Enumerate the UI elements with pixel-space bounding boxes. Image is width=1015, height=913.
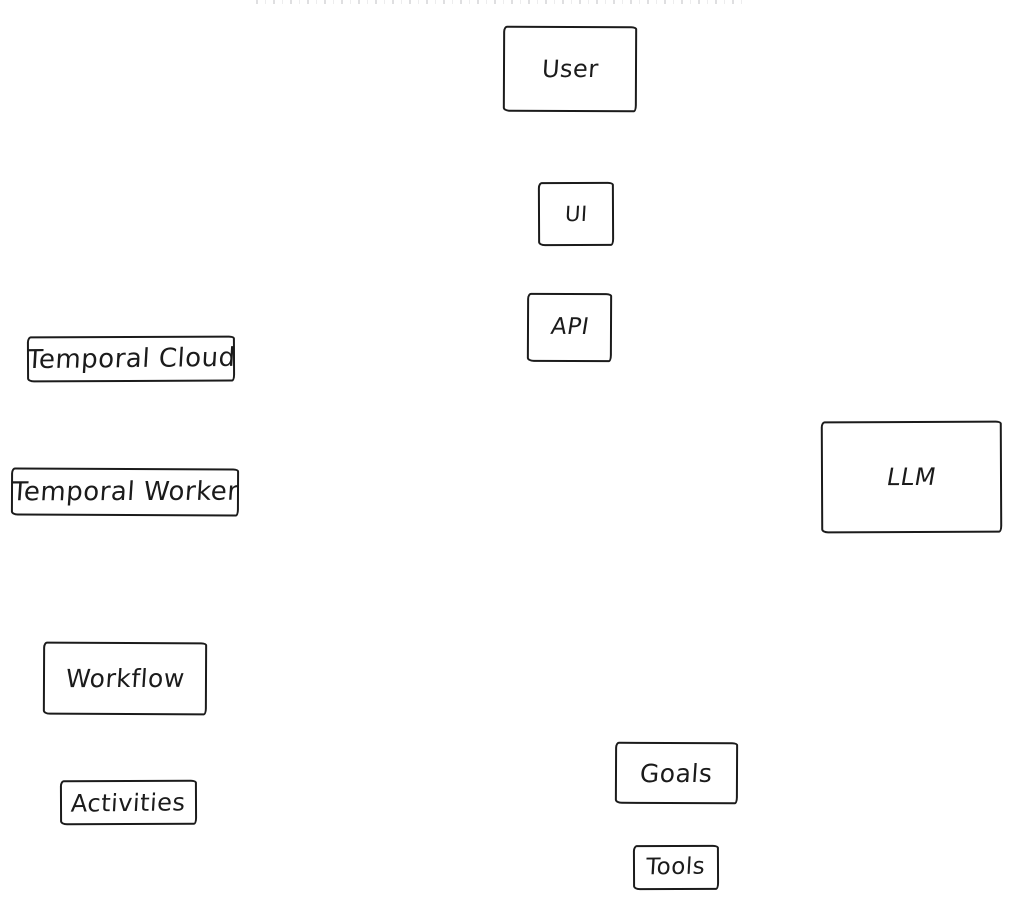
node-user-label: User xyxy=(540,54,600,84)
node-tools[interactable]: Tools xyxy=(632,844,720,891)
node-llm[interactable]: LLM xyxy=(820,420,1003,534)
node-ui-label: UI xyxy=(564,201,589,226)
node-tools-label: Tools xyxy=(645,853,707,881)
node-activities-label: Activities xyxy=(70,787,187,818)
node-temporal-worker[interactable]: Temporal Worker xyxy=(10,467,240,517)
node-user[interactable]: User xyxy=(502,25,638,113)
node-api[interactable]: API xyxy=(526,292,613,363)
node-activities[interactable]: Activities xyxy=(59,779,198,826)
node-temporal-cloud-label: Temporal Cloud xyxy=(25,342,237,376)
node-ui[interactable]: UI xyxy=(537,181,615,247)
node-goals-label: Goals xyxy=(639,758,714,788)
cropped-caption-remnant xyxy=(256,0,748,4)
node-workflow[interactable]: Workflow xyxy=(42,641,208,716)
node-api-label: API xyxy=(548,313,591,341)
node-temporal-cloud[interactable]: Temporal Cloud xyxy=(25,335,237,383)
node-goals[interactable]: Goals xyxy=(614,741,739,805)
node-llm-label: LLM xyxy=(884,462,939,492)
node-workflow-label: Workflow xyxy=(64,663,186,694)
node-temporal-worker-label: Temporal Worker xyxy=(10,476,240,508)
